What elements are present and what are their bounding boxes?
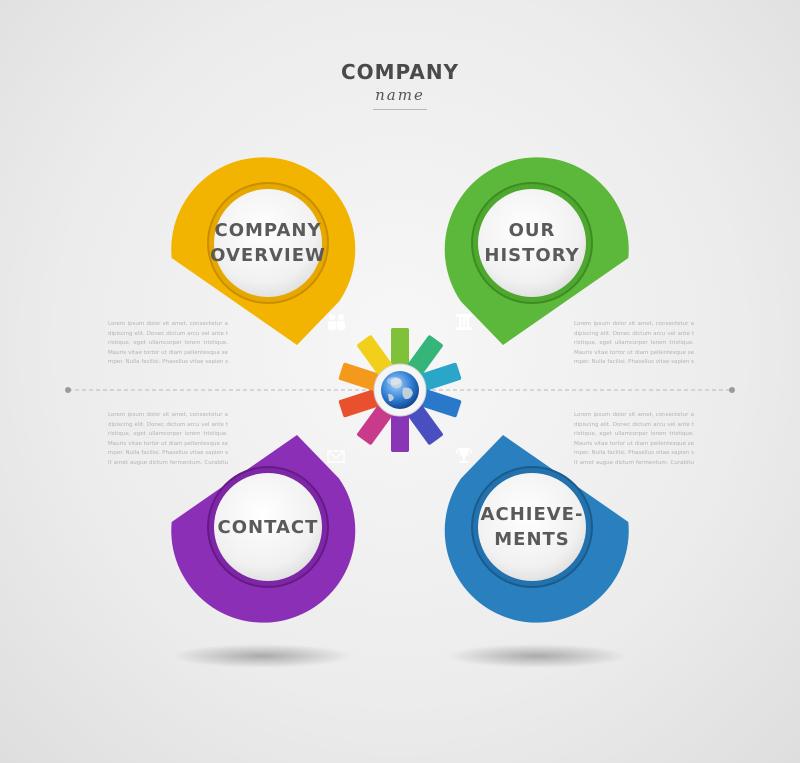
pin-history-disc <box>478 189 586 297</box>
globe-icon <box>381 371 419 409</box>
label-company-overview: COMPANY OVERVIEW <box>210 220 326 266</box>
page-title: COMPANY <box>340 60 460 84</box>
subtitle-underline <box>373 109 427 110</box>
divider-end-left <box>65 387 71 393</box>
flower-petal <box>391 328 409 368</box>
flower-petal <box>391 412 409 452</box>
text-block-bottom-left: Lorem ipsum dolor sit amet, consectetur … <box>108 412 228 466</box>
flower-petal <box>357 403 394 445</box>
flower-petal <box>357 335 394 377</box>
flower-petal <box>338 388 382 418</box>
floor-shadow-right <box>447 644 627 668</box>
divider-end-right <box>729 387 735 393</box>
label-our-history: OUR HISTORY <box>484 220 580 266</box>
text-block-bottom-right: Lorem ipsum dolor sit amet, consectetur … <box>574 412 694 466</box>
pin-contact[interactable] <box>171 435 356 623</box>
flower-petal <box>406 403 443 445</box>
people-icon <box>328 314 345 330</box>
trophy-icon <box>456 448 472 463</box>
pin-history[interactable] <box>444 157 629 345</box>
label-achievements: ACHIEVE- MENTS <box>480 504 584 550</box>
page-subtitle: name <box>375 86 425 104</box>
floor-shadow-left <box>172 644 352 668</box>
pin-overview[interactable] <box>171 157 356 345</box>
pin-achievements-disc <box>478 473 586 581</box>
flower-petal <box>406 335 443 377</box>
text-block-top-left: Lorem ipsum dolor sit amet, consectetur … <box>108 321 228 365</box>
pin-contact-disc <box>214 473 322 581</box>
text-block-top-right: Lorem ipsum dolor sit amet, consectetur … <box>574 321 694 365</box>
pin-overview-disc <box>214 189 322 297</box>
envelope-icon <box>327 450 345 463</box>
flower-petal <box>338 362 382 392</box>
flower-petal <box>418 388 462 418</box>
flower-petal <box>418 362 462 392</box>
column-icon <box>456 314 472 330</box>
pin-achievements[interactable] <box>444 435 629 623</box>
label-contact: CONTACT <box>217 516 319 538</box>
